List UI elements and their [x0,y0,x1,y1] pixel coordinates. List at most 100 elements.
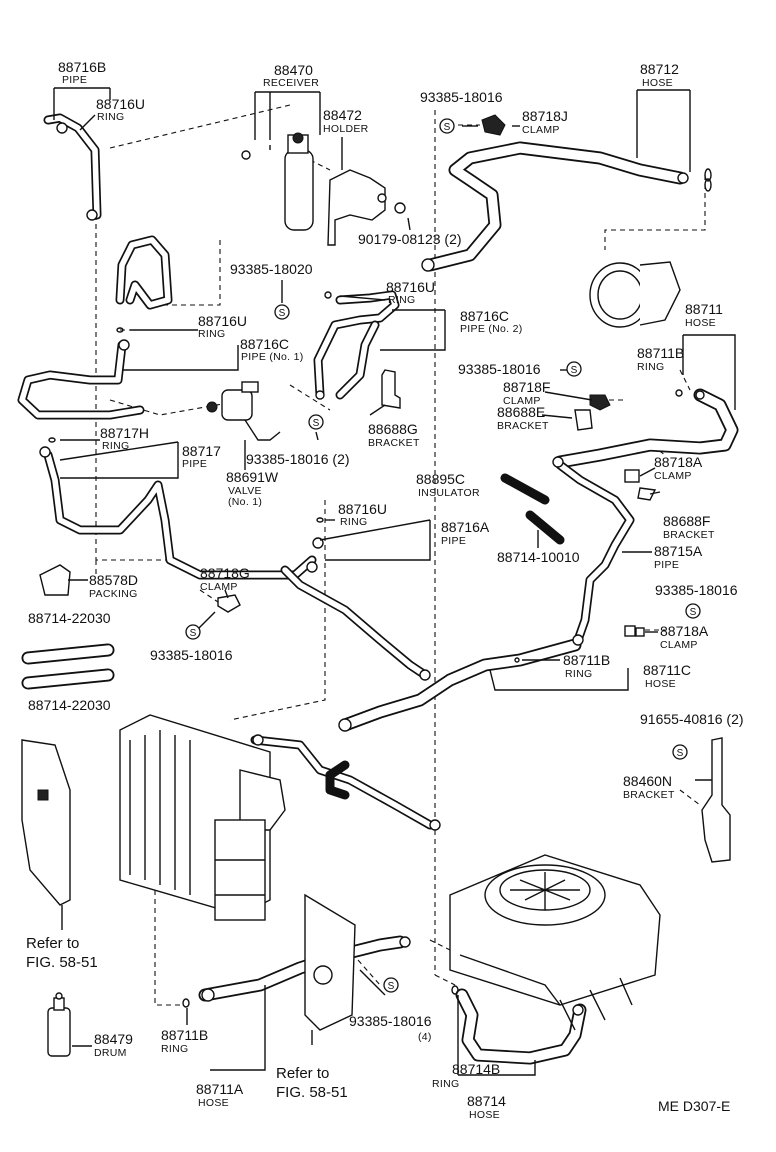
label-88711B-right: 88711B [637,345,684,361]
compressor [589,261,681,328]
svg-text:S: S [388,981,395,992]
svg-text:(4): (4) [418,1031,432,1043]
svg-text:S: S [313,418,320,429]
leader-lines [53,87,736,1076]
svg-text:RING: RING [388,294,415,306]
label-90179-08123: 90179-08123 (2) [358,231,462,247]
components [21,114,731,1057]
label-88714B: 88714B [452,1061,500,1077]
label-88716A: 88716A [441,519,490,535]
refer-to-left-line1: Refer to [26,935,79,952]
label-88716U-mid: 88716U [386,279,435,295]
svg-text:PIPE (No. 1): PIPE (No. 1) [241,351,304,363]
label-93385-18016-lower-right: 93385-18016 [655,582,738,598]
label-88718J: 88718J [522,108,568,124]
svg-text:RING: RING [161,1043,188,1055]
svg-text:INSULATOR: INSULATOR [418,487,480,499]
svg-text:S: S [677,748,684,759]
label-88714-22030-top: 88714-22030 [28,610,111,626]
svg-text:RING: RING [432,1078,459,1090]
figure-code: ME D307-E [658,1098,730,1114]
label-88479: 88479 [94,1031,133,1047]
receiver-holder [327,169,406,246]
svg-text:S: S [190,628,197,639]
label-88716C-no1: 88716C [240,336,289,352]
label-88716C-no2: 88716C [460,308,509,324]
svg-text:S: S [444,122,451,133]
label-93385-18016-left: 93385-18016 [150,647,233,663]
receiver-drier [284,149,314,231]
svg-text:HOSE: HOSE [685,317,716,329]
label-88688G: 88688G [368,421,418,437]
left-seal-panel [21,739,71,906]
svg-text:CLAMP: CLAMP [654,470,692,482]
svg-text:PIPE (No. 2): PIPE (No. 2) [460,323,523,335]
label-88718A-upper: 88718A [654,454,703,470]
label-88711C: 88711C [643,662,691,678]
svg-text:S: S [279,308,286,319]
label-93385-18016-bottom: 93385-18016 [349,1013,432,1029]
label-88688E: 88688E [497,404,545,420]
label-88718F: 88718F [503,379,550,395]
svg-text:(No. 1): (No. 1) [228,496,262,508]
label-88716B: 88716B [58,59,106,75]
screw-marks: S S S S S S S S [185,118,701,993]
label-88712: 88712 [640,61,679,77]
svg-text:RING: RING [340,516,367,528]
svg-text:RECEIVER: RECEIVER [263,77,319,89]
label-88718A-lower: 88718A [660,623,709,639]
label-88717: 88717 [182,443,221,459]
svg-text:BRACKET: BRACKET [623,789,675,801]
label-88711B-mid: 88711B [563,652,610,668]
svg-text:BRACKET: BRACKET [368,437,420,449]
label-88717H: 88717H [100,425,149,441]
svg-text:S: S [690,607,697,618]
svg-text:PIPE: PIPE [441,535,466,547]
svg-text:RING: RING [565,668,592,680]
condenser [119,714,286,921]
svg-text:HOLDER: HOLDER [323,123,369,135]
label-93385-18016-valve: 93385-18016 (2) [246,451,350,467]
label-88718G: 88718G [200,565,250,581]
svg-text:CLAMP: CLAMP [522,124,560,136]
label-88716U-top: 88716U [96,96,145,112]
svg-text:HOSE: HOSE [469,1109,500,1121]
label-88895C: 88895C [416,471,465,487]
svg-text:PIPE: PIPE [62,74,87,86]
label-88716U-left: 88716U [198,313,247,329]
label-88711B-bottom: 88711B [161,1027,208,1043]
label-88711A: 88711A [196,1081,244,1097]
svg-text:RING: RING [637,361,664,373]
label-93385-18020: 93385-18020 [230,261,313,277]
center-seal-panel [304,893,356,1031]
label-88711: 88711 [685,301,723,317]
refrigerant-drum [47,992,71,1057]
svg-text:CLAMP: CLAMP [503,395,541,407]
svg-text:PIPE: PIPE [182,458,207,470]
svg-text:HOSE: HOSE [642,77,673,89]
svg-text:PIPE: PIPE [654,559,679,571]
refer-to-left-line2: FIG. 58-51 [26,954,98,971]
svg-text:CLAMP: CLAMP [660,639,698,651]
pipes-and-hoses [17,113,739,1065]
refer-to-center-line2: FIG. 58-51 [276,1084,348,1101]
svg-text:HOSE: HOSE [645,678,676,690]
label-88714: 88714 [467,1093,506,1109]
label-93385-18016-right: 93385-18016 [458,361,541,377]
label-88460N: 88460N [623,773,672,789]
label-91655-40816: 91655-40816 (2) [640,711,744,727]
svg-text:RING: RING [97,111,124,123]
svg-text:BRACKET: BRACKET [497,420,549,432]
svg-text:BRACKET: BRACKET [663,529,715,541]
valve [206,381,281,441]
svg-text:HOSE: HOSE [198,1097,229,1109]
label-88578D: 88578D [89,572,138,588]
label-88688F: 88688F [663,513,710,529]
label-93385-18016-top: 93385-18016 [420,89,503,105]
part-labels: 88716B PIPE 88716U RING 88470 RECEIVER 8… [26,59,744,1121]
label-88714-22030-bottom: 88714-22030 [28,697,111,713]
refer-to-center-line1: Refer to [276,1065,329,1082]
label-88470: 88470 [274,62,313,78]
label-88472: 88472 [323,107,362,123]
